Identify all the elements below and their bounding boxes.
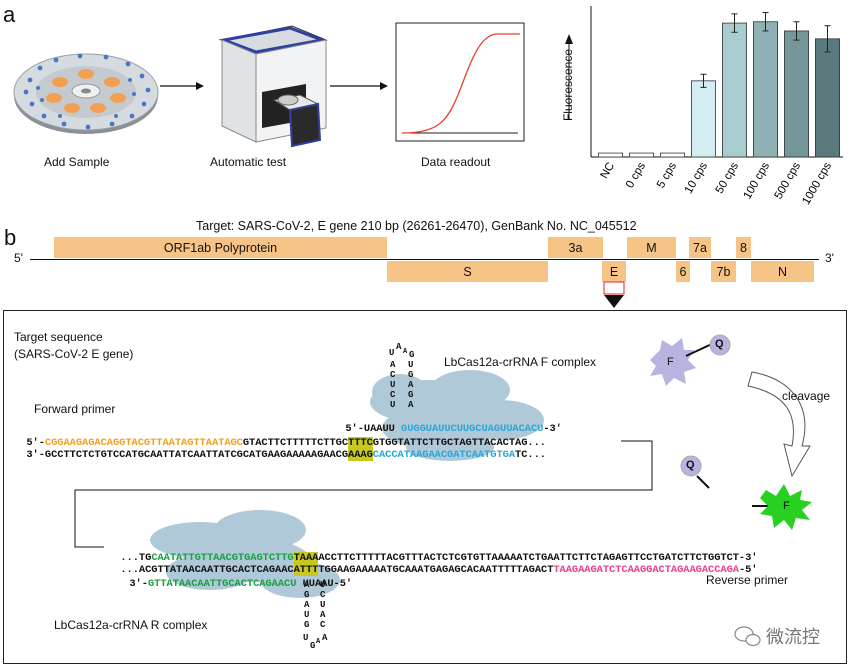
svg-text:G: G <box>304 620 309 630</box>
quencher-label: Q <box>686 459 695 471</box>
svg-text:A: A <box>390 360 396 370</box>
gene-m: M <box>627 237 676 258</box>
svg-text:U: U <box>389 348 394 358</box>
target-strand-top: 5′-CGGAAGAGACAGGTACGTTAATAGTTAATAGCGTACT… <box>26 437 546 449</box>
gene-orf1ab: ORF1ab Polyprotein <box>54 237 387 258</box>
target-sequence-sublabel: (SARS-CoV-2 E gene) <box>14 347 134 361</box>
svg-text:A: A <box>320 610 326 620</box>
target-strand-bottom: 3′-GCCTTCTCTGTCCATGCAATTATCAATTATCGCATGA… <box>26 449 546 461</box>
detail-box <box>3 310 847 664</box>
svg-text:U: U <box>408 360 413 370</box>
svg-text:G: G <box>310 641 315 651</box>
gene-n: N <box>751 261 814 282</box>
svg-text:A: A <box>304 580 310 590</box>
target-sequence-label: Target sequence <box>14 330 103 344</box>
svg-text:G: G <box>408 390 413 400</box>
bar-4 <box>722 22 747 158</box>
gene-8: 8 <box>736 237 751 258</box>
watermark-text: 微流控 <box>766 627 820 648</box>
svg-text:U: U <box>390 380 395 390</box>
bar-6 <box>784 30 809 158</box>
gene-s: S <box>387 261 548 282</box>
bar-3 <box>691 80 716 158</box>
amplicon-strand-top: ...TGCAATATTGTTAACGTGAGTCTTGTAAAACCTTCTT… <box>120 552 758 564</box>
svg-text:A: A <box>322 633 328 643</box>
genome-line <box>30 259 819 261</box>
reverse-primer-label: Reverse primer <box>706 573 789 587</box>
svg-text:U: U <box>304 610 309 620</box>
svg-text:U: U <box>390 400 395 410</box>
step-label-add-sample: Add Sample <box>44 155 110 169</box>
svg-text:G: G <box>304 590 309 600</box>
panel-a-label: a <box>3 2 16 27</box>
svg-text:A: A <box>403 348 408 356</box>
svg-text:A: A <box>408 400 414 410</box>
svg-text:U: U <box>303 633 308 643</box>
svg-text:A: A <box>408 380 414 390</box>
gene-6: 6 <box>676 261 690 282</box>
gene-7b: 7b <box>711 261 736 282</box>
svg-text:G: G <box>409 350 414 360</box>
svg-text:A: A <box>316 638 321 646</box>
crrna-r-sequence: 3′-GTTATAACAATTGCACTCAGAACU UUAAU-5′ <box>129 578 353 590</box>
fluorophore-label: F <box>783 500 790 512</box>
gene-3a: 3a <box>548 237 603 258</box>
bar-2 <box>660 152 685 158</box>
complex-f-label: LbCas12a-crRNA F complex <box>444 355 597 369</box>
target-title: Target: SARS-CoV-2, E gene 210 bp (26261… <box>196 219 637 233</box>
cleavage-label: cleavage <box>782 389 831 403</box>
svg-text:C: C <box>390 390 396 400</box>
bar-1 <box>629 152 654 158</box>
svg-text:U: U <box>320 580 325 590</box>
svg-text:G: G <box>408 370 413 380</box>
svg-text:A: A <box>304 600 310 610</box>
svg-text:U: U <box>320 600 325 610</box>
step-label-data-readout: Data readout <box>421 155 491 169</box>
bar-0 <box>598 152 623 158</box>
step-label-automatic-test: Automatic test <box>210 155 287 169</box>
gene-7a: 7a <box>689 237 711 258</box>
genome-5prime: 5' <box>14 251 23 265</box>
svg-text:C: C <box>320 620 326 630</box>
svg-text:A: A <box>396 342 402 352</box>
panel-b-label: b <box>4 225 17 250</box>
crrna-f-sequence: 5′-UAAUU GUGGUAUUCUUGCUAGUUACACU-3′ <box>345 423 562 435</box>
genome-3prime: 3' <box>825 251 834 265</box>
forward-primer-label: Forward primer <box>34 402 116 416</box>
fluorophore-label: F <box>667 356 674 368</box>
bar-7 <box>815 38 840 158</box>
y-axis-arrowhead <box>565 34 573 44</box>
bar-5 <box>753 21 778 158</box>
svg-text:C: C <box>390 370 396 380</box>
svg-text:C: C <box>320 590 326 600</box>
complex-r-label: LbCas12a-crRNA R complex <box>54 618 208 632</box>
amplicon-strand-bottom: ...ACGTTATAACAATTGCACTCAGAACATTTTGGAAGAA… <box>120 564 758 576</box>
quencher-label: Q <box>715 338 724 350</box>
gene-e: E <box>602 261 626 282</box>
